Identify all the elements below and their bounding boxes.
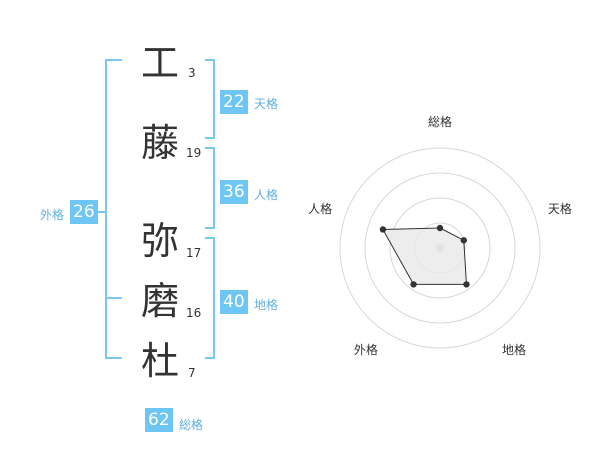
radar-axis-label-2: 天格 [548, 201, 572, 216]
name-char-4: 磨 [140, 279, 179, 323]
radar-polygon [382, 227, 467, 285]
radar-point-1 [436, 224, 444, 232]
radar-point-3 [463, 281, 470, 288]
chikaku-bracket [205, 237, 215, 359]
radar-point-5 [379, 226, 387, 233]
gaikaku-label: 外格 [40, 208, 65, 222]
soukaku-label: 総格 [179, 418, 204, 432]
gaikaku-bracket [105, 59, 122, 359]
name-char-5: 杜 [140, 339, 179, 383]
radar-point-4 [410, 281, 417, 288]
chikaku-label: 地格 [254, 298, 279, 312]
stroke-count-3: 17 [186, 246, 202, 260]
radar-axis-label-4: 外格 [354, 342, 378, 357]
tenkaku-label: 天格 [254, 97, 279, 111]
tenkaku-bracket [205, 59, 215, 139]
radar-ring-4 [339, 147, 541, 349]
radar-axis-label-1: 総格 [428, 114, 452, 129]
radar-axis-label-5: 人格 [308, 201, 332, 216]
stroke-count-4: 16 [186, 306, 202, 320]
radar-ring-3 [364, 172, 516, 324]
jinkaku-label: 人格 [254, 188, 279, 202]
name-char-2: 藤 [140, 121, 179, 165]
stroke-count-5: 7 [188, 366, 196, 380]
radar-ring-2 [389, 197, 491, 299]
soukaku-value-badge: 62 [145, 408, 173, 432]
jinkaku-bracket [205, 147, 215, 229]
stroke-count-1: 3 [188, 66, 196, 80]
radar-point-2 [460, 237, 467, 244]
radar-axis-label-3: 地格 [502, 342, 526, 357]
gaikaku-value-badge: 26 [70, 200, 98, 224]
stroke-count-2: 19 [186, 146, 202, 160]
tenkaku-value-badge: 22 [220, 90, 248, 114]
chikaku-value-badge: 40 [220, 290, 248, 314]
name-char-3: 弥 [140, 219, 179, 263]
jinkaku-value-badge: 36 [220, 180, 248, 204]
name-char-1: 工 [140, 41, 179, 85]
